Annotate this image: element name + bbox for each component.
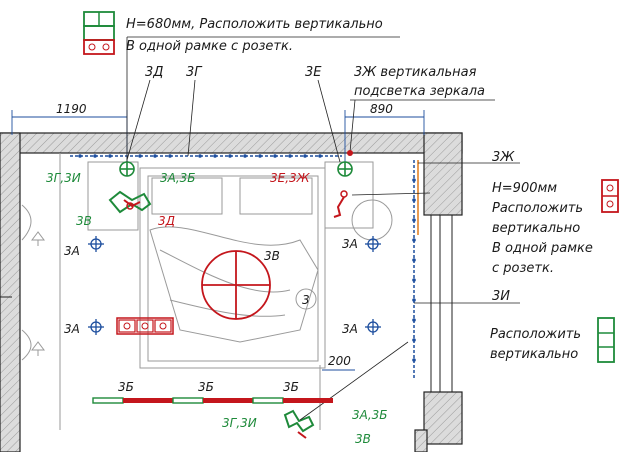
leader-top-d	[126, 79, 151, 161]
frame-icon-top	[83, 11, 115, 55]
ceiling-light-icon	[201, 250, 271, 320]
bed	[139, 167, 326, 369]
label-3gi-left: 3Г,3И	[46, 171, 81, 185]
led-strip-window	[412, 160, 416, 380]
label-3v-left: 3В	[76, 214, 92, 228]
label-3a-3: 3А	[342, 237, 358, 251]
note-bottom-l2: вертикально	[490, 347, 578, 362]
spot-light-icon	[365, 236, 381, 252]
label-3ab-left: 3А,3Б	[160, 171, 196, 185]
note-bottom-l1: Расположить	[490, 327, 581, 342]
label-3b-2: 3Б	[198, 380, 214, 394]
switch-cluster-left	[108, 190, 152, 214]
label-3-center: 3	[302, 293, 310, 307]
leader-bottom-switch	[299, 341, 409, 421]
leader-right-h900	[351, 192, 431, 196]
pillow-right	[239, 177, 313, 215]
label-3b-1: 3Б	[118, 380, 134, 394]
note-right-l3: В одной рамке	[492, 241, 593, 256]
note-right-l2: вертикально	[492, 221, 580, 236]
label-3d-top: 3Д	[145, 65, 163, 80]
label-3a-1: 3А	[64, 244, 80, 258]
blanket	[149, 226, 319, 343]
note-mirror-line1: 3Ж вертикальная	[354, 65, 477, 80]
label-3zh-right: 3Ж	[492, 150, 515, 165]
label-3i-right: 3И	[492, 289, 510, 304]
mirror-point	[347, 150, 353, 156]
note-right-l4: с розетк.	[492, 261, 554, 276]
label-3gi-bottom: 3Г,3И	[222, 416, 257, 430]
wall-right-lower	[423, 391, 463, 445]
spot-light-icons	[88, 236, 381, 335]
wardrobe-door-1	[21, 204, 32, 241]
label-3a-2: 3А	[64, 322, 80, 336]
label-3v-bottom: 3В	[355, 432, 371, 446]
note-top-line1: H=680мм, Расположить вертикально	[126, 17, 383, 32]
label-3ab-bottom: 3А,3Б	[352, 408, 388, 422]
frame-icon-right	[601, 179, 619, 213]
wall-left	[0, 132, 21, 452]
armchair	[351, 199, 393, 241]
bottom-socket-strip	[92, 397, 333, 404]
plant	[295, 288, 317, 310]
label-3e-top: 3Е	[305, 65, 322, 80]
led-strip-ceiling	[70, 154, 342, 158]
walls	[0, 132, 463, 452]
lamp-left-2	[31, 341, 45, 356]
label-3a-4: 3А	[342, 322, 358, 336]
pillow-left	[151, 177, 223, 215]
label-3d-left: 3Д	[158, 214, 175, 228]
wall-top	[0, 132, 463, 154]
wall-right-upper	[423, 132, 463, 216]
spot-light-icon	[88, 236, 104, 252]
socket-block-left	[116, 317, 174, 335]
nightstand-left	[87, 161, 139, 231]
note-right-l1: Расположить	[492, 201, 583, 216]
switch-cluster-right	[333, 190, 348, 218]
lamp-left	[31, 231, 45, 246]
label-3ezh: 3Е,3Ж	[270, 171, 311, 185]
note-top-line2: В одной рамке с розетк.	[126, 39, 293, 54]
blanket-fold	[159, 249, 291, 317]
note-right-h: H=900мм	[492, 181, 557, 196]
switch-cluster-bottom	[283, 409, 315, 439]
leader-mirror	[349, 99, 356, 153]
leader-top-e	[317, 79, 341, 163]
dim-200: 200	[328, 354, 351, 368]
label-3g-top: 3Г	[186, 65, 203, 80]
leader-top-g	[187, 79, 196, 157]
bed-inner	[147, 175, 319, 362]
wall-bottom-stub	[414, 429, 428, 452]
spot-light-icon	[365, 319, 381, 335]
spot-light-icon	[88, 319, 104, 335]
wardrobe-door-2	[21, 329, 32, 361]
dim-890: 890	[370, 102, 393, 116]
frame-icon-bottom-right	[597, 317, 615, 363]
furniture	[0, 153, 393, 430]
junction-icons	[119, 161, 353, 177]
label-3v-center: 3В	[264, 249, 280, 263]
note-mirror-line2: подсветка зеркала	[354, 84, 485, 99]
dim-1190: 1190	[56, 102, 87, 116]
label-3b-3: 3Б	[283, 380, 299, 394]
nightstand-right	[324, 161, 374, 229]
